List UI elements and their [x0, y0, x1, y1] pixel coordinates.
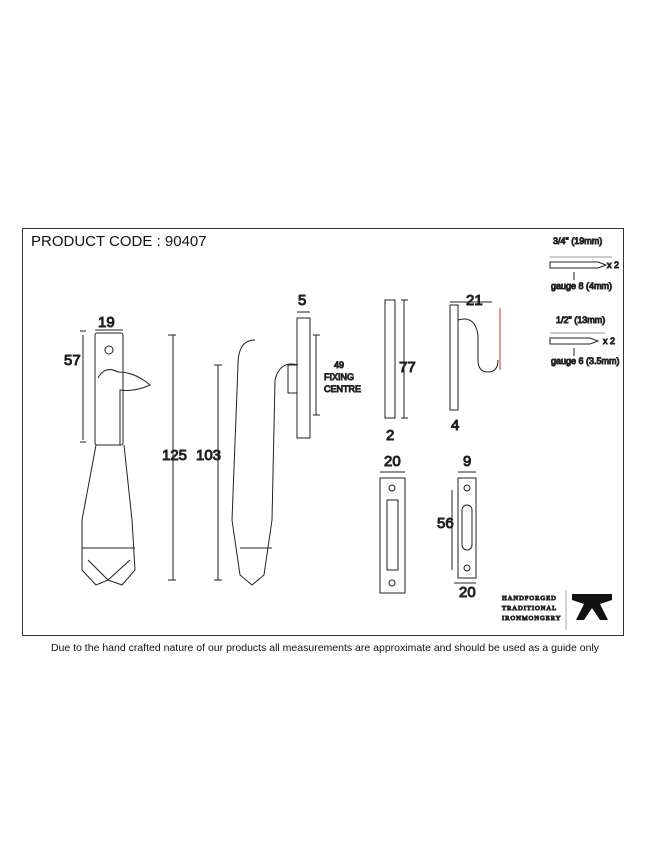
dim-front-height: 125 — [162, 447, 187, 464]
logo-line2: TRADITIONAL — [502, 605, 557, 612]
keep-side — [451, 471, 477, 584]
screw1-length: 3/4" (19mm) — [553, 236, 602, 246]
keep-front — [379, 471, 406, 594]
screw1-qty: x 2 — [607, 260, 619, 270]
dim-front-hole: 57 — [64, 352, 81, 369]
logo-line3: IRONMONGERY — [502, 615, 561, 622]
dim-side-height: 103 — [196, 447, 221, 464]
drawing-frame — [22, 228, 624, 636]
screw-icons — [549, 256, 612, 356]
side-view-handle — [214, 311, 320, 586]
dim-keep-height: 77 — [399, 359, 416, 376]
dim-keep3-width: 9 — [463, 453, 471, 470]
product-code: PRODUCT CODE : 90407 — [31, 233, 207, 250]
dim-front-width: 19 — [98, 314, 115, 331]
dim-keep3-base: 20 — [459, 584, 476, 601]
dim-fixing-value: 49 — [334, 360, 344, 370]
screw2-qty: x 2 — [603, 336, 615, 346]
logo-anvil-icon — [565, 590, 612, 630]
disclaimer-footer: Due to the hand crafted nature of our pr… — [50, 642, 600, 654]
dim-keep2-width: 20 — [384, 453, 401, 470]
dim-fixing-label1: FIXING — [324, 372, 354, 382]
dim-rose-thick: 5 — [298, 292, 306, 309]
dim-keep3-height: 56 — [437, 515, 454, 532]
logo-line1: HANDFORGED — [502, 595, 557, 602]
dim-keep-thick: 2 — [386, 427, 394, 444]
front-view-handle — [80, 329, 176, 586]
screw2-length: 1/2" (13mm) — [556, 315, 605, 325]
screw2-gauge: gauge 6 (3.5mm) — [551, 356, 620, 366]
dim-hook-width: 21 — [466, 292, 483, 309]
dim-fixing-label2: CENTRE — [324, 384, 361, 394]
screw1-gauge: gauge 8 (4mm) — [551, 281, 612, 291]
keep-plate — [384, 299, 408, 419]
hook-keep — [449, 301, 501, 411]
dim-hook-thick: 4 — [451, 417, 459, 434]
